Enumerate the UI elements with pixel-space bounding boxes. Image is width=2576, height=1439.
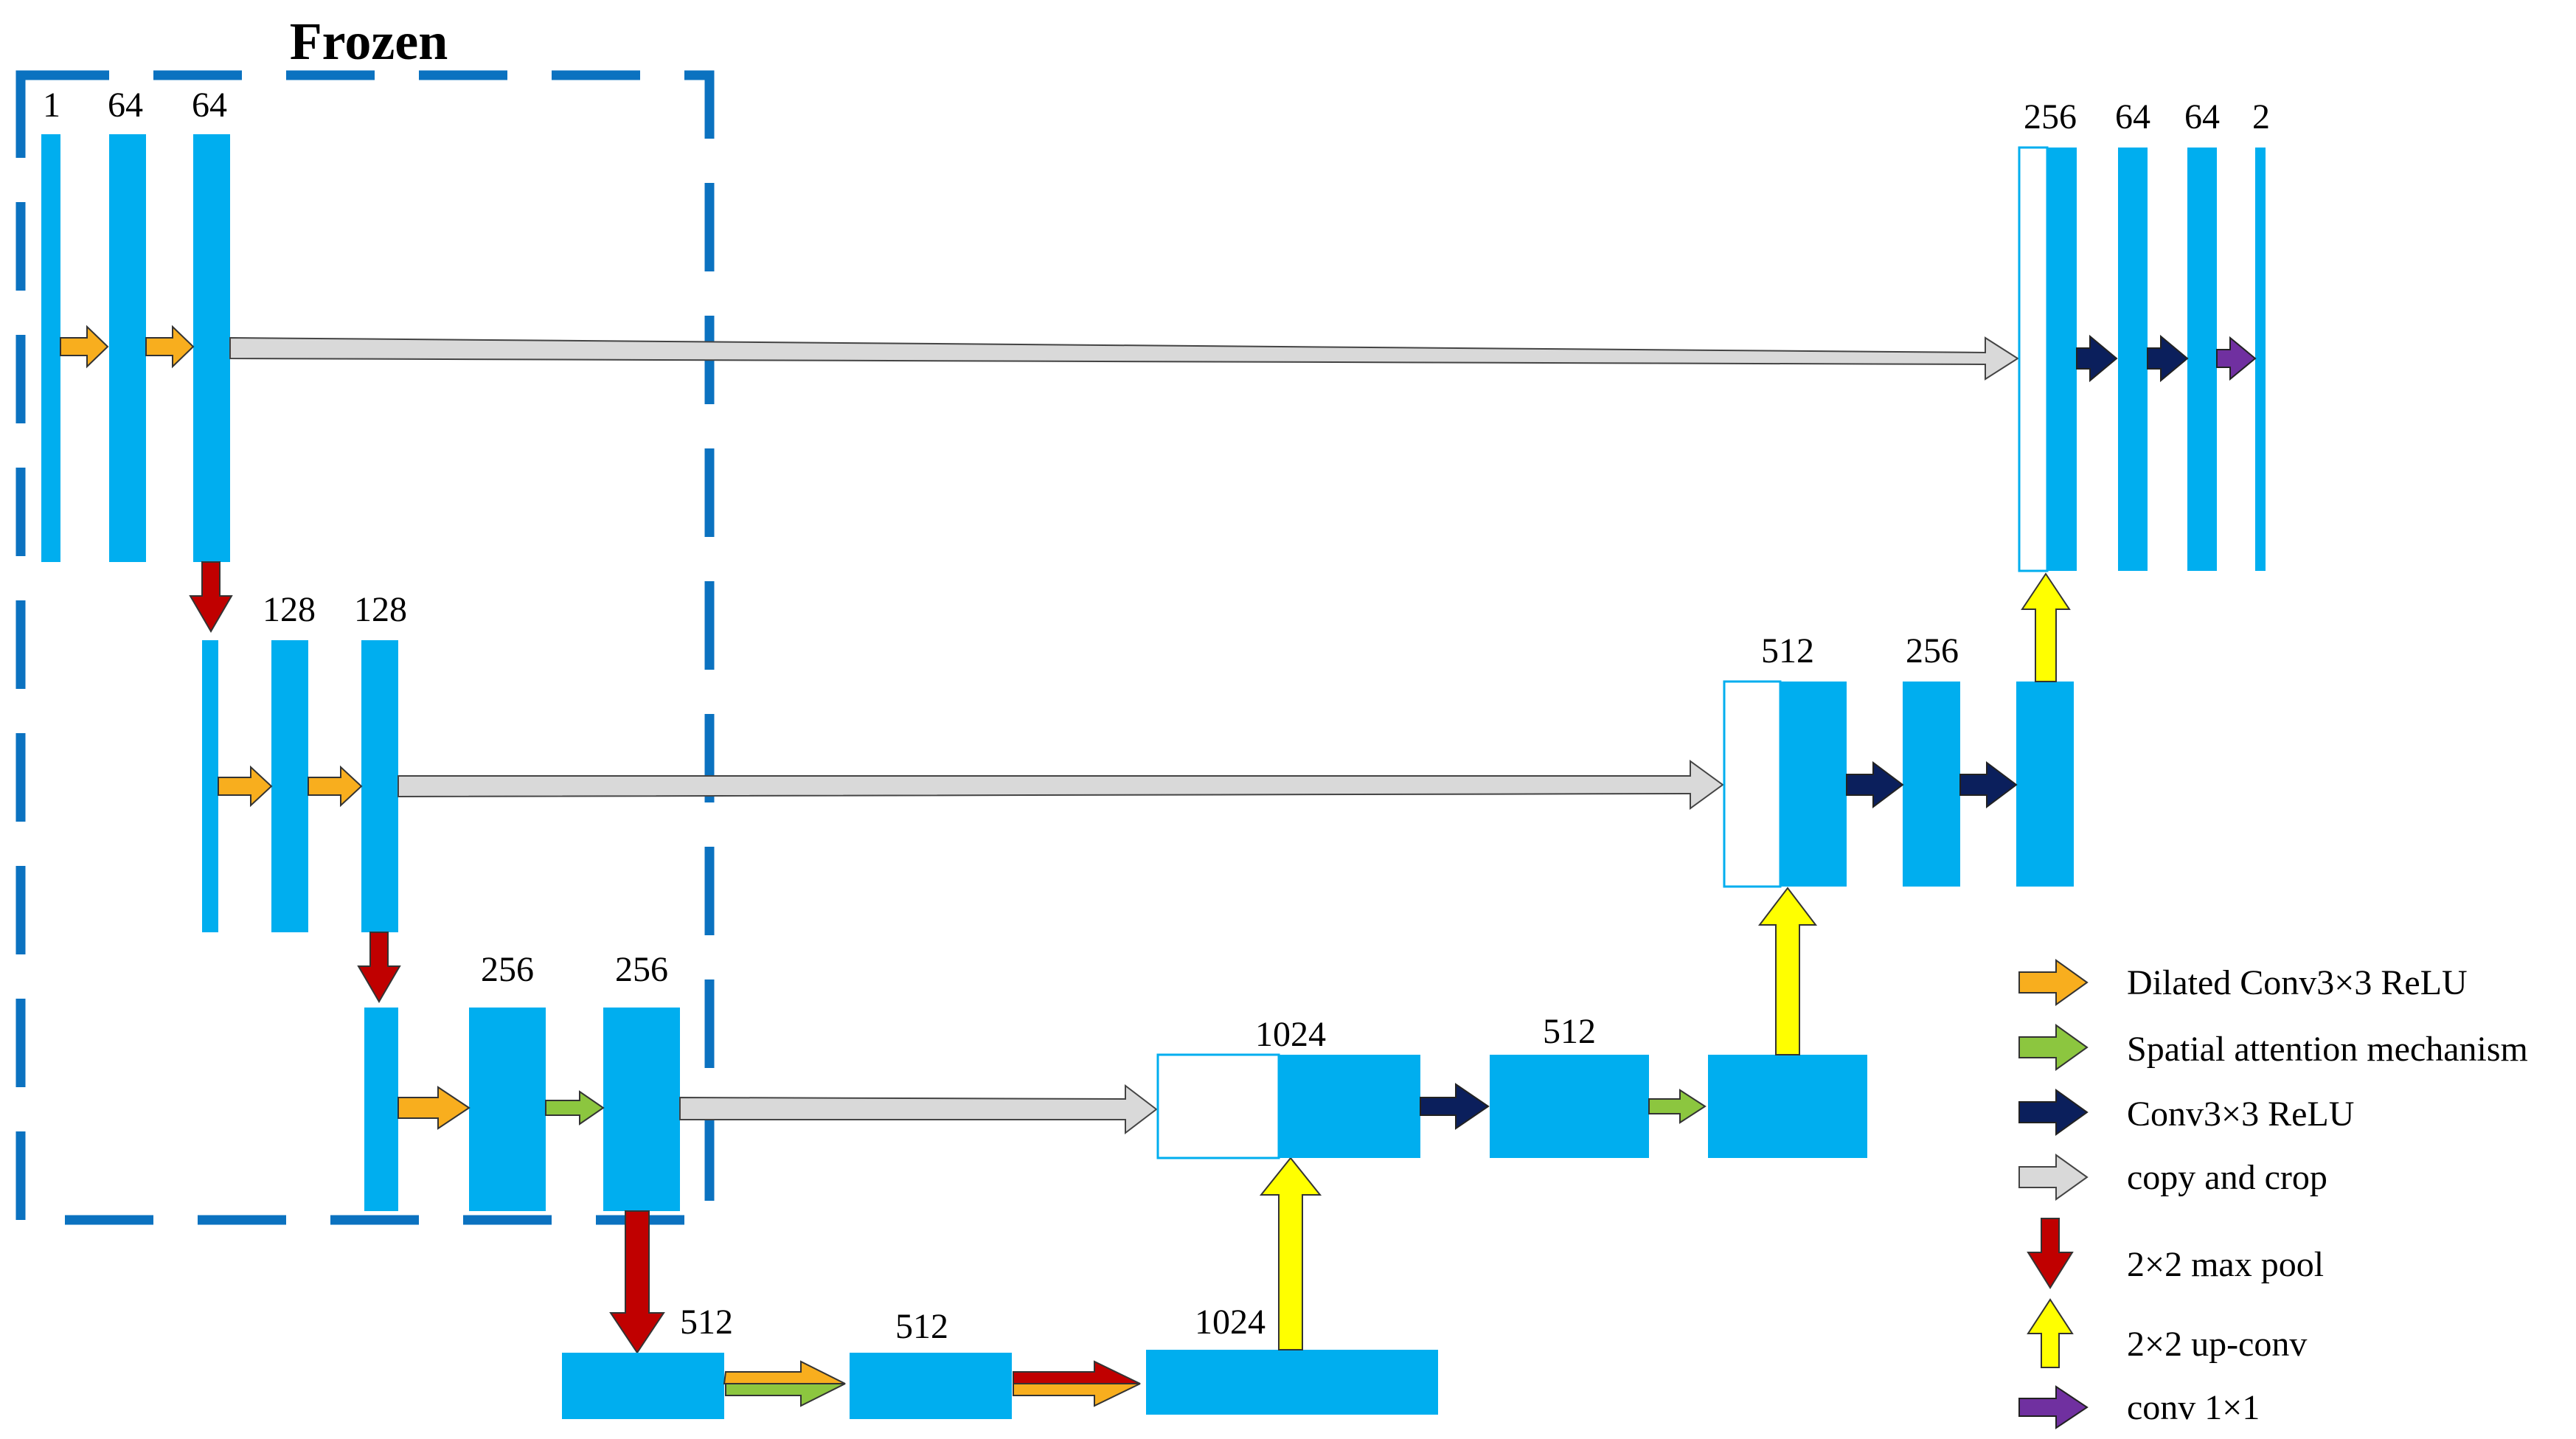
- max-pool-arrow: [189, 561, 233, 633]
- enc2-block-b: [361, 640, 398, 932]
- legend-red-down-arrow-icon: [2027, 1218, 2074, 1289]
- dec1-label-1: 256: [2024, 97, 2077, 136]
- frozen-label: Frozen: [290, 12, 448, 71]
- legend-label-conv: Conv3×3 ReLU: [2127, 1095, 2354, 1134]
- legend: Dilated Conv3×3 ReLU Spatial attention m…: [2018, 959, 2528, 1429]
- legend-purple-arrow-icon: [2018, 1385, 2089, 1429]
- dilated-spatial-arrow-top: [723, 1360, 846, 1384]
- max-pool-arrow: [357, 932, 401, 1003]
- pool-dilated-arrow-top: [1013, 1360, 1141, 1384]
- spatial-attention-arrow: [545, 1090, 605, 1126]
- legend-label-copy: copy and crop: [2127, 1158, 2327, 1197]
- legend-gray-arrow-icon: [2018, 1154, 2089, 1201]
- dilated-conv-arrow: [145, 325, 195, 369]
- bottom-label-2: 512: [895, 1307, 948, 1346]
- legend-label-dilated: Dilated Conv3×3 ReLU: [2127, 963, 2468, 1002]
- enc2-block-a: [271, 640, 308, 932]
- dilated-conv-arrow: [60, 325, 109, 369]
- max-pool-arrow: [609, 1210, 665, 1354]
- dec1-copied-block: [2018, 146, 2049, 572]
- conv-relu-arrow: [1846, 761, 1904, 808]
- dec1-label-2: 64: [2115, 97, 2150, 136]
- enc3-input-block: [364, 1008, 398, 1211]
- enc3-label-2: 256: [615, 950, 668, 989]
- dilated-conv-arrow: [397, 1086, 471, 1130]
- dec1-output-block: [2255, 148, 2266, 571]
- dilated-conv-arrow: [218, 765, 273, 808]
- dec3-upconv-block: [1279, 1055, 1420, 1158]
- enc1-label-1: 1: [43, 86, 60, 125]
- dec1-block-b: [2187, 148, 2217, 571]
- copy-crop-arrow: [397, 760, 1724, 810]
- enc3-block-b: [603, 1008, 680, 1211]
- frozen-region-border: [15, 70, 715, 1225]
- dec3-copied-block: [1156, 1053, 1280, 1159]
- bottom-block-b: [850, 1353, 1012, 1419]
- dec1-block-a: [2118, 148, 2148, 571]
- dec3-label-1: 1024: [1255, 1015, 1326, 1054]
- conv-relu-arrow: [2147, 334, 2189, 383]
- legend-label-upconv: 2×2 up-conv: [2127, 1325, 2307, 1364]
- up-conv-arrow: [2021, 572, 2071, 682]
- enc3-label-1: 256: [481, 950, 534, 989]
- dec2-label-2: 256: [1906, 631, 1959, 670]
- dec2-label-1: 512: [1761, 631, 1814, 670]
- enc2-label-1: 128: [263, 590, 316, 629]
- conv-relu-arrow: [1420, 1083, 1490, 1130]
- up-conv-arrow: [1259, 1157, 1322, 1350]
- dec3-block-a: [1490, 1055, 1649, 1158]
- dec1-label-3: 64: [2184, 97, 2220, 136]
- dec1-upconv-block: [2047, 148, 2077, 571]
- dec2-block-b: [2016, 682, 2074, 887]
- dec3-block-b: [1708, 1055, 1867, 1158]
- dilated-conv-arrow: [308, 765, 363, 808]
- spatial-attention-arrow: [1648, 1089, 1707, 1124]
- bottom-block-a: [562, 1353, 724, 1419]
- legend-navy-arrow-icon: [2018, 1089, 2089, 1136]
- bottom-label-3: 1024: [1195, 1303, 1266, 1342]
- enc3-block-a: [469, 1008, 546, 1211]
- enc1-block-a: [109, 134, 146, 562]
- conv1x1-arrow: [2216, 336, 2257, 381]
- legend-label-spatial: Spatial attention mechanism: [2127, 1030, 2528, 1069]
- bottom-block-c: [1146, 1350, 1438, 1415]
- enc2-input-block: [202, 640, 218, 932]
- legend-green-arrow-icon: [2018, 1024, 2089, 1071]
- up-conv-arrow: [1757, 887, 1818, 1055]
- dec3-label-2: 512: [1543, 1012, 1596, 1051]
- copy-crop-arrow: [679, 1083, 1158, 1135]
- enc1-block-b: [193, 134, 230, 562]
- dec1-label-4: 2: [2252, 97, 2270, 136]
- dec2-upconv-block: [1780, 682, 1847, 887]
- enc2-label-2: 128: [354, 590, 407, 629]
- dilated-spatial-arrow-bottom: [725, 1383, 846, 1407]
- legend-yellow-up-arrow-icon: [2027, 1298, 2074, 1368]
- enc1-label-3: 64: [192, 86, 227, 125]
- legend-orange-arrow-icon: [2018, 959, 2089, 1006]
- conv-relu-arrow: [2076, 334, 2118, 383]
- enc1-label-2: 64: [108, 86, 143, 125]
- legend-label-maxpool: 2×2 max pool: [2127, 1245, 2324, 1284]
- legend-label-conv1x1: conv 1×1: [2127, 1388, 2260, 1427]
- dec2-copied-block: [1723, 680, 1782, 888]
- dec2-block-a: [1903, 682, 1960, 887]
- bottom-label-1: 512: [680, 1303, 733, 1342]
- enc1-input-block: [41, 134, 60, 562]
- pool-dilated-arrow-bottom: [1013, 1383, 1141, 1407]
- conv-relu-arrow: [1959, 761, 2018, 808]
- copy-crop-arrow: [229, 336, 2019, 381]
